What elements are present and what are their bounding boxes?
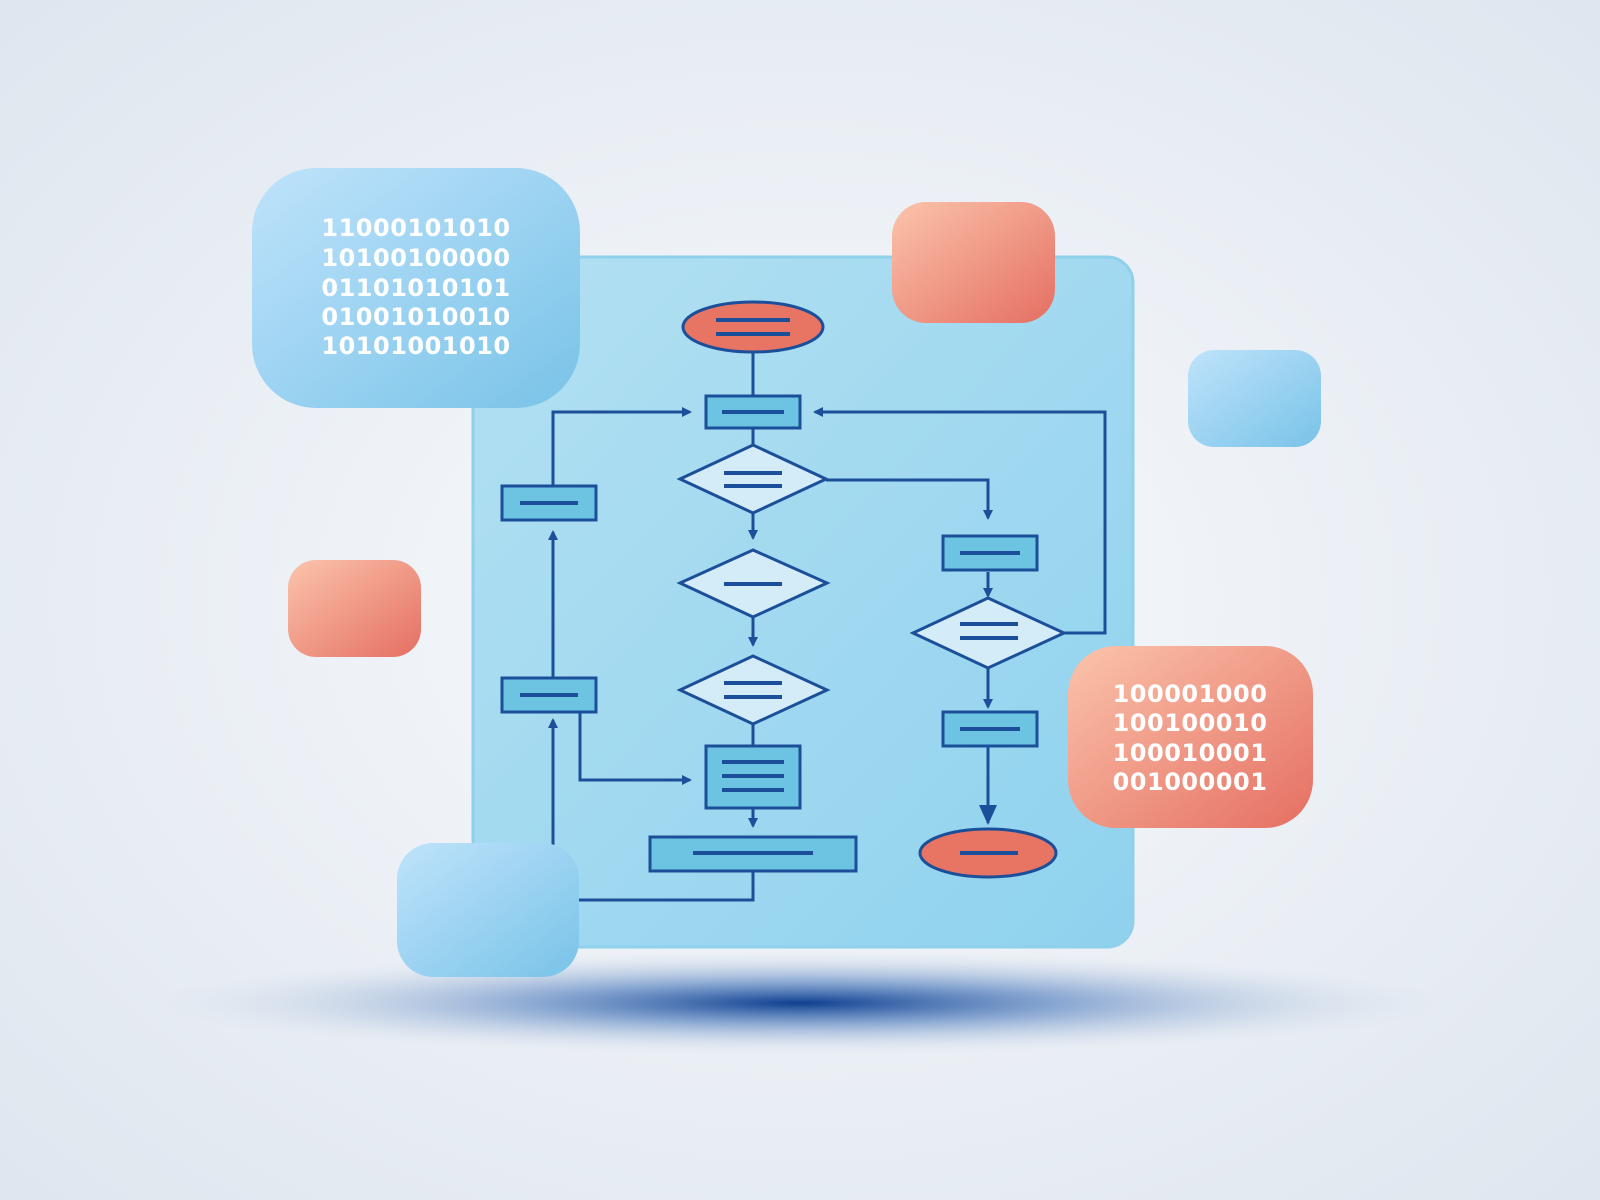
binary-line: 10100100000 — [321, 244, 510, 272]
process-box-wide — [648, 835, 858, 873]
connector-right-decision-loop — [813, 407, 1107, 635]
connectors — [548, 352, 1107, 902]
blue-tile-bottom-left — [397, 843, 579, 977]
floor-shadow — [150, 951, 1450, 1055]
binary-tile-coral: 100001000 100100010 100010001 001000001 — [1068, 646, 1313, 828]
decision-diamond-right — [909, 596, 1068, 670]
process-box-right-lower — [941, 710, 1039, 748]
coral-tile-top-right — [892, 202, 1055, 323]
connector-left-upper-to-top — [551, 407, 692, 486]
binary-line: 100010001 — [1113, 739, 1268, 767]
binary-line: 001000001 — [1113, 768, 1268, 796]
binary-line: 01001010010 — [321, 303, 510, 331]
connector-wide-process-loop — [548, 718, 755, 902]
binary-line: 10101001010 — [321, 332, 510, 360]
flowchart-board — [471, 255, 1135, 949]
decision-diamond-1 — [676, 443, 830, 515]
blue-tile-right — [1188, 350, 1321, 447]
binary-line: 100100010 — [1113, 709, 1268, 737]
process-box-right-upper — [941, 534, 1039, 572]
binary-line: 01101010101 — [321, 274, 510, 302]
decision-diamond-3 — [676, 654, 831, 726]
process-box-left-upper — [500, 484, 598, 522]
document-box-icon — [704, 744, 802, 810]
process-box-left-lower — [500, 676, 598, 714]
binary-line: 11000101010 — [321, 214, 510, 242]
end-terminal-icon — [918, 827, 1058, 879]
connector-left-lower-to-document — [578, 712, 692, 785]
binary-line: 100001000 — [1113, 680, 1268, 708]
process-box-top — [704, 394, 802, 430]
binary-tile-blue: 11000101010 10100100000 01101010101 0100… — [252, 168, 580, 408]
start-terminal-icon — [681, 300, 825, 354]
coral-tile-left — [288, 560, 421, 657]
connector-decision1-to-right — [826, 478, 993, 520]
decision-diamond-2 — [676, 548, 831, 619]
